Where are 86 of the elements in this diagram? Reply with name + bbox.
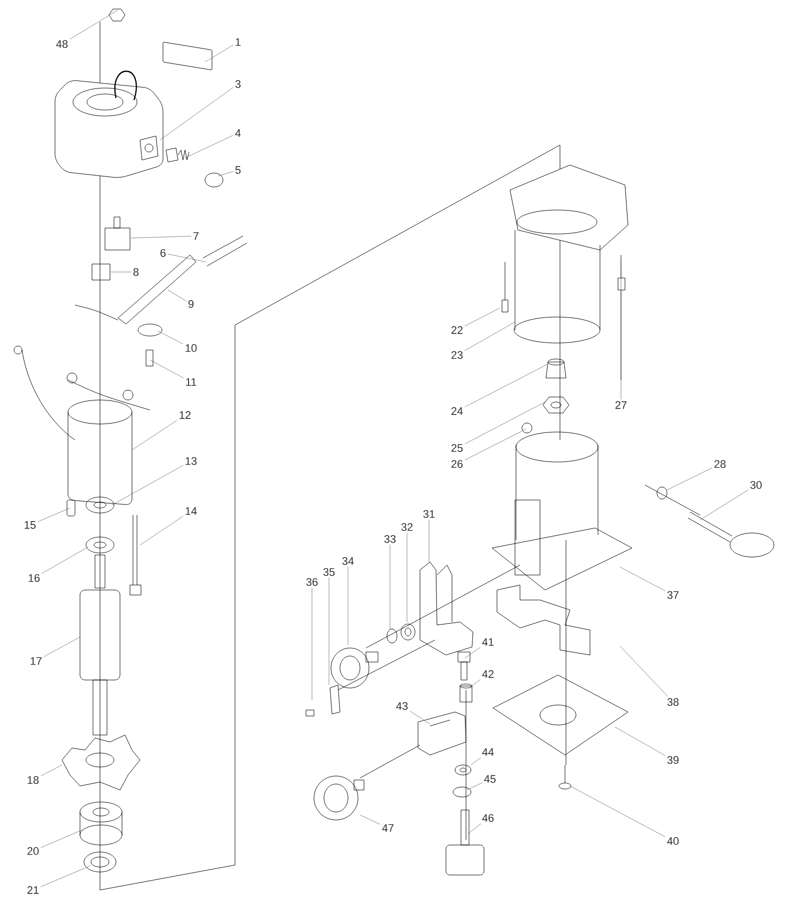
- callout-number: 37: [667, 591, 679, 599]
- leader-line: [464, 364, 548, 408]
- leader-line: [464, 647, 480, 658]
- callout-number: 7: [194, 232, 198, 240]
- callout-number: 10: [186, 344, 197, 352]
- callout-number: 9: [188, 300, 194, 308]
- leader-line: [140, 516, 184, 546]
- callout-number: 16: [28, 574, 40, 582]
- callout-number: 20: [27, 847, 39, 855]
- leader-line: [204, 44, 234, 62]
- callout-number: 13: [186, 457, 197, 465]
- callout-number: 32: [401, 523, 413, 531]
- leader-line: [40, 764, 62, 776]
- callout-number: 43: [396, 702, 408, 710]
- callout-number: 17: [30, 657, 42, 665]
- leader-line: [40, 866, 90, 887]
- leader-line: [464, 322, 516, 351]
- leader-line: [620, 262, 622, 400]
- callout-number: 15: [24, 521, 36, 529]
- callout-number: 30: [750, 481, 762, 489]
- leader-line: [620, 566, 666, 592]
- leader-line: [468, 823, 482, 834]
- leader-line: [70, 10, 118, 40]
- callout-number: 31: [423, 510, 435, 518]
- callout-number: 21: [27, 886, 39, 894]
- leader-line: [40, 830, 82, 848]
- leader-line: [614, 726, 666, 756]
- leader-line: [132, 420, 178, 450]
- callout-number: 40: [667, 837, 679, 845]
- callout-number: 33: [384, 535, 396, 543]
- leader-line: [328, 577, 330, 686]
- callout-number: 42: [482, 670, 494, 678]
- leader-line: [464, 402, 546, 444]
- callout-number: 35: [323, 568, 335, 576]
- callout-number: 25: [451, 444, 463, 452]
- leader-line: [428, 519, 430, 562]
- leader-line: [620, 646, 668, 697]
- callout-number: 34: [342, 557, 354, 565]
- leader-line: [160, 87, 234, 140]
- callout-number: 39: [667, 756, 679, 764]
- leader-line: [464, 428, 526, 460]
- callout-number: 5: [235, 166, 241, 174]
- leader-line: [406, 532, 408, 622]
- callout-number: 23: [451, 351, 463, 359]
- callout-number: 26: [451, 460, 463, 468]
- leader-line: [470, 757, 481, 766]
- leader-line: [464, 308, 500, 326]
- callout-number: 12: [180, 411, 191, 419]
- leader-line: [42, 546, 88, 574]
- leader-line: [466, 782, 482, 790]
- leader-line: [700, 490, 748, 520]
- leader-line: [360, 814, 380, 825]
- callout-number: 3: [235, 80, 241, 88]
- leader-line: [666, 468, 712, 490]
- leader-line: [158, 330, 184, 344]
- leader-line: [218, 171, 234, 176]
- callout-number: 38: [667, 698, 679, 706]
- leader-line: [130, 236, 192, 238]
- leader-line: [168, 254, 206, 262]
- callout-number: 44: [482, 748, 494, 756]
- callout-number: 45: [484, 775, 496, 783]
- callout-number: 6: [160, 249, 166, 257]
- callout-number: 47: [382, 824, 394, 832]
- callout-number: 1: [236, 38, 241, 46]
- callout-number: 27: [615, 401, 627, 409]
- callout-number: 28: [714, 460, 726, 468]
- callout-number: 22: [451, 326, 463, 334]
- callout-number: 14: [186, 507, 197, 515]
- leader-line: [150, 360, 184, 378]
- callout-number: 48: [56, 40, 68, 48]
- leader-line: [112, 465, 184, 506]
- leader-line: [38, 508, 70, 522]
- leader-line: [184, 135, 234, 158]
- callout-number: 11: [186, 378, 196, 386]
- leader-line: [570, 786, 666, 837]
- callout-number: 24: [451, 407, 463, 415]
- leader-line: [44, 636, 80, 657]
- callout-number: 41: [482, 638, 494, 646]
- callout-number: 36: [306, 578, 318, 586]
- callout-number: 46: [482, 814, 494, 822]
- callout-number: 8: [133, 268, 139, 276]
- callout-number: 18: [28, 776, 39, 784]
- leader-line: [410, 710, 430, 724]
- leader-line: [168, 290, 186, 302]
- callout-number: 4: [235, 129, 241, 137]
- leader-line: [470, 679, 480, 688]
